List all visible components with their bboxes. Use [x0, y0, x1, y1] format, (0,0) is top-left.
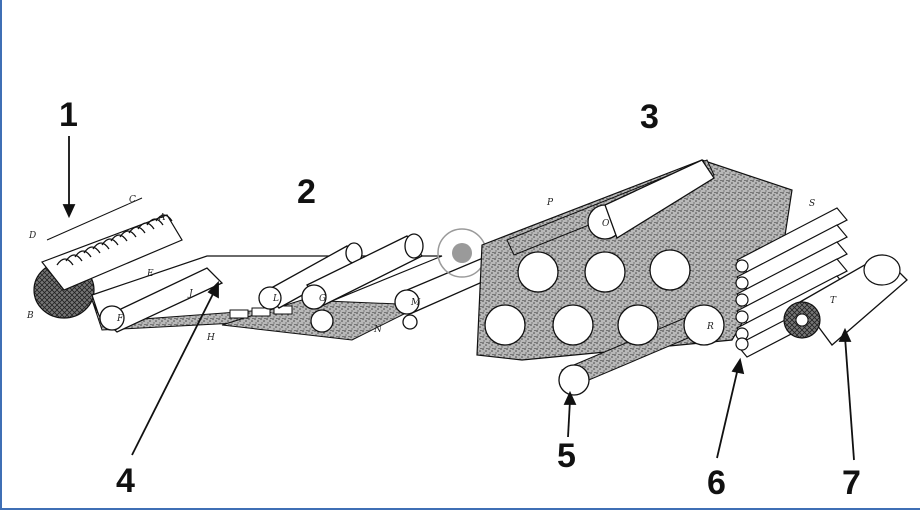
letter-M: M [410, 298, 421, 308]
callout-1: 1 [59, 96, 78, 134]
dryer-cylinder-1 [517, 251, 559, 293]
couch-roll-G-lower [310, 309, 334, 333]
headbox-section [33, 197, 183, 319]
dryer-cylinder-2 [584, 251, 626, 293]
suction-boxes [229, 305, 293, 319]
letter-R: R [706, 322, 714, 332]
part-letters: A B C D E F G H J L M N O P R S T [26, 195, 837, 343]
callout-arrows [62, 136, 855, 461]
callout-3: 3 [640, 98, 659, 136]
reel-section [783, 254, 908, 346]
callout-5: 5 [557, 437, 576, 475]
letter-E: E [146, 269, 154, 279]
letter-S: S [809, 199, 815, 209]
dryer-cylinder-5 [552, 304, 594, 346]
callout-numbers: 1 2 3 4 5 6 7 [59, 96, 861, 502]
headbox-coils [56, 214, 173, 266]
letter-T: T [830, 296, 837, 306]
headbox-hood [41, 214, 183, 291]
dryer-bottom-roll [558, 364, 590, 396]
letter-L: L [272, 294, 279, 304]
callout-7: 7 [842, 464, 861, 502]
callout-6: 6 [707, 464, 726, 502]
letter-G: G [319, 294, 326, 304]
guide-roll [402, 314, 418, 330]
couch-roll-G [301, 233, 424, 310]
dryer-cylinders [484, 159, 725, 396]
letter-O: O [602, 219, 610, 229]
letter-A: A [158, 213, 166, 223]
dryer-cylinder-6 [617, 304, 659, 346]
letter-P: P [546, 198, 554, 208]
letter-B: B [26, 311, 34, 321]
callout-2: 2 [297, 173, 316, 211]
letter-N: N [373, 325, 383, 335]
callout-4: 4 [116, 462, 135, 500]
letter-C: C [129, 195, 136, 205]
dryer-cylinder-7 [683, 304, 725, 346]
breast-roll [99, 267, 224, 333]
letter-F: F [116, 314, 124, 324]
letter-D: D [28, 231, 36, 241]
table-roll-L [258, 242, 364, 310]
dryer-cylinder-4 [484, 304, 526, 346]
letter-J: J [187, 289, 194, 299]
dryer-cylinder-3 [649, 249, 691, 291]
letter-H: H [206, 333, 215, 343]
